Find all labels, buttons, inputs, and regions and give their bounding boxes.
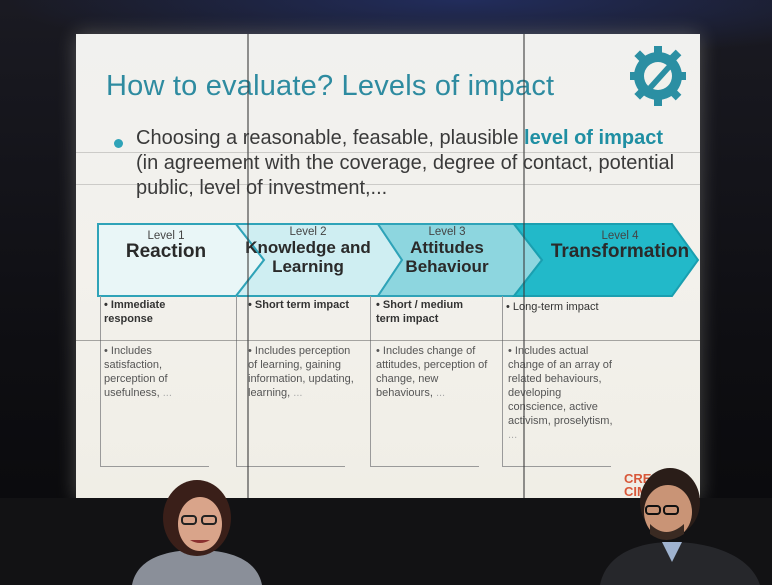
col-4-ellipsis: ...	[508, 429, 518, 441]
col-1-head: • Immediate response	[104, 299, 166, 325]
col-1-text: • Includes satisfaction, perception of u…	[104, 345, 168, 399]
level-4-number: Level 4	[601, 230, 639, 242]
level-4-name: Transformation	[550, 241, 690, 262]
col-4-text: • Includes actual change of an array of …	[508, 345, 613, 427]
level-3-name: Attitudes Behaviour	[405, 238, 489, 276]
screen-seam	[76, 152, 700, 153]
col-3-ellipsis: ...	[435, 387, 446, 399]
col-2-body: • Includes perception of learning, gaini…	[248, 344, 360, 400]
level-2-label: Level 2 Knowledge and Learning	[238, 226, 378, 276]
col-1-ellipsis: ...	[162, 387, 172, 399]
column-level-2	[236, 296, 345, 467]
screen-seam	[523, 34, 525, 500]
col-3-body: • Includes change of attitudes, percepti…	[376, 344, 488, 400]
col-2-text: • Includes perception of learning, gaini…	[248, 345, 354, 399]
bullet-dot	[114, 139, 123, 148]
levels-chevron-diagram	[97, 223, 700, 297]
slide-title: How to evaluate? Levels of impact	[106, 70, 555, 102]
col-1-body: • Includes satisfaction, perception of u…	[104, 344, 200, 400]
col-2-head: • Short term impact	[248, 299, 350, 311]
level-1-number: Level 1	[147, 230, 185, 242]
screen-seam	[76, 184, 700, 185]
level-2-name: Knowledge and Learning	[245, 238, 371, 276]
bullet-text-1: Choosing a reasonable, feasable, plausib…	[136, 127, 525, 149]
chevron-level-4	[511, 223, 700, 297]
column-level-4	[502, 296, 611, 467]
level-3-label: Level 3 Attitudes Behaviour	[392, 226, 502, 276]
col-2-ellipsis: ...	[293, 387, 303, 399]
col-3-head: • Short / medium term impact	[376, 299, 463, 325]
col-4-body: • Includes actual change of an array of …	[508, 344, 620, 442]
speaker-right-person	[600, 468, 760, 585]
column-divider	[76, 340, 700, 341]
bullet-text-2: (in agreement with the coverage, degree …	[136, 152, 675, 199]
slide-bullet: Choosing a reasonable, feasable, plausib…	[136, 126, 684, 201]
level-1-label: Level 1 Reaction	[116, 230, 216, 261]
col-3-text: • Includes change of attitudes, percepti…	[376, 345, 488, 399]
level-2-number: Level 2	[289, 226, 327, 238]
bullet-highlight: level of impact	[524, 127, 663, 149]
screen-seam	[247, 34, 249, 500]
screen-seam	[76, 340, 700, 341]
level-1-name: Reaction	[125, 241, 207, 262]
column-level-3	[370, 296, 479, 467]
level-4-label: Level 4 Transformation	[542, 230, 698, 261]
projection-screen: How to evaluate? Levels of impact Choosi…	[76, 34, 700, 500]
speaker-left-person	[132, 480, 262, 585]
column-level-1	[100, 296, 209, 467]
corner-logo-line-1: CRE	[624, 471, 652, 486]
wrench-gear-icon	[630, 46, 686, 106]
level-3-number: Level 3	[428, 226, 466, 238]
col-4-head: • Long-term impact	[506, 301, 599, 313]
